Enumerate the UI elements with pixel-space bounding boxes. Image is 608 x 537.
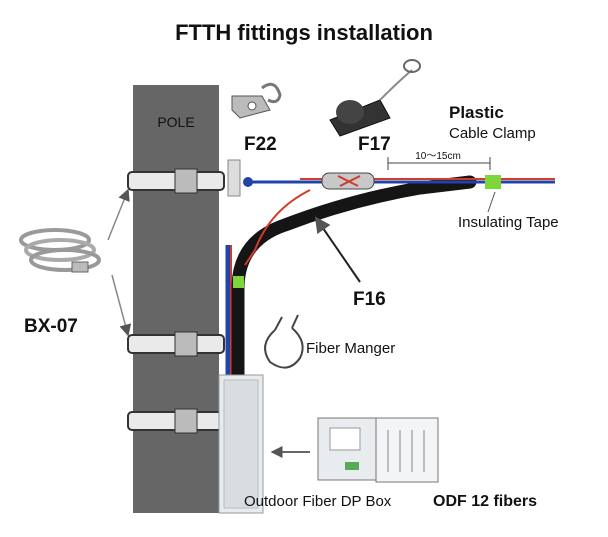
- band-top: [127, 168, 225, 194]
- f22-part: [231, 82, 282, 119]
- pole: [133, 85, 219, 513]
- band-middle: [127, 331, 225, 357]
- bx07-part: [19, 228, 101, 273]
- green-tape-vertical: [233, 276, 244, 288]
- black-cable: [231, 175, 477, 387]
- f17-label: F17: [358, 134, 391, 155]
- fiber-manger-label: Fiber Manger: [306, 340, 395, 357]
- f16-arrow: [314, 216, 361, 283]
- bx07-arrow-top: [107, 188, 130, 241]
- insulating-tape-label: Insulating Tape: [458, 214, 559, 231]
- bx07-label: BX-07: [24, 316, 78, 337]
- cable-clamp-label: Cable Clamp: [449, 125, 536, 142]
- distance-label: 10～15cm: [415, 151, 461, 162]
- dp-box-label: Outdoor Fiber DP Box: [244, 493, 392, 510]
- hook-eye: [243, 177, 253, 187]
- f22-label: F22: [244, 134, 277, 155]
- odf-label: ODF 12 fibers: [433, 493, 537, 510]
- insulating-tape-mark: [485, 175, 501, 189]
- f17-part: [329, 59, 421, 137]
- f16-label: F16: [353, 289, 386, 310]
- plastic-label: Plastic: [449, 103, 504, 122]
- red-fiber: [244, 189, 311, 266]
- odf-box-part: [317, 417, 439, 483]
- pole-label: POLE: [157, 114, 194, 130]
- band-bottom: [127, 408, 225, 434]
- diagram-title: FTTH fittings installation: [175, 20, 433, 45]
- f22-hook-bracket: [227, 159, 241, 197]
- bx07-arrow-middle: [111, 274, 132, 337]
- fiber-manger-part: [264, 314, 304, 369]
